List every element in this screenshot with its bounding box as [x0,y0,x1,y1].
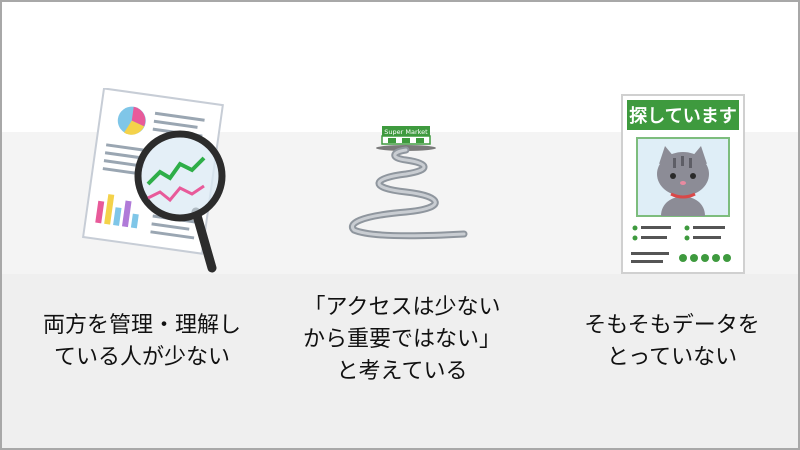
caption-2: 「アクセスは少ない から重要ではない」 と考えている [282,292,522,388]
caption-3-line-1: そもそもデータを [584,313,760,338]
caption-1-line-2: ている人が少ない [53,345,230,370]
store-sign-text: Super Market [384,128,428,136]
poster-title: 探しています [629,105,736,127]
report-magnifier-illustration [81,88,226,273]
caption-1: 両方を管理・理解し ている人が少ない [17,310,267,374]
cat-icon [657,146,709,216]
caption-1-line-1: 両方を管理・理解し [42,313,241,338]
caption-2-line-1: 「アクセスは少ない [303,295,501,320]
caption-3-line-2: とっていない [606,345,738,370]
caption-2-line-3: と考えている [336,359,468,384]
pie-chart-icon [117,106,146,135]
magnifier-icon [134,130,226,273]
bar-chart-icon [95,194,139,229]
missing-cat-poster-illustration: 探しています [621,94,745,274]
supermarket-queue-illustration: Super Market [349,126,468,240]
store-icon: Super Market [381,126,431,145]
poster-info-lines [631,225,731,263]
caption-3: そもそもデータを とっていない [562,310,782,374]
background-band-low [2,274,798,448]
caption-2-line-2: から重要ではない」 [302,327,501,352]
